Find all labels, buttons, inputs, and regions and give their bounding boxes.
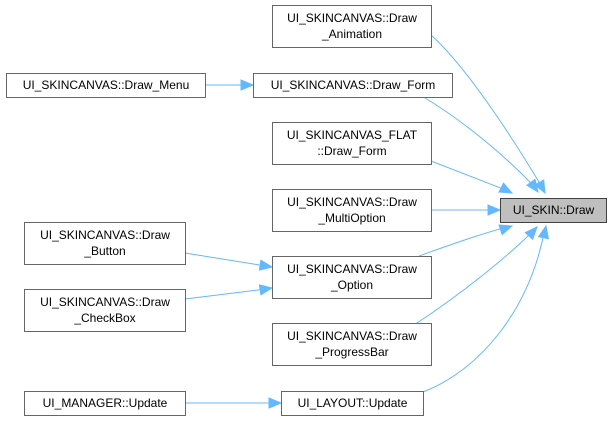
- node-box[interactable]: [253, 73, 453, 98]
- node-box[interactable]: [24, 289, 186, 332]
- arrowhead: [240, 79, 255, 91]
- arrowhead: [498, 182, 514, 194]
- arrowhead: [268, 397, 283, 409]
- node-label: UI_SKINCANVAS::Draw: [40, 228, 170, 242]
- nodes: UI_SKINCANVAS::Draw_AnimationUI_SKINCANV…: [6, 5, 607, 416]
- edge-line: [424, 97, 539, 192]
- node-box[interactable]: [24, 222, 186, 265]
- edge-flat-form-to-skin-draw: [430, 160, 514, 194]
- edge-line: [184, 288, 267, 300]
- node-label: _MultiOption: [317, 211, 385, 225]
- node-box[interactable]: [272, 5, 432, 48]
- edge-animation-to-skin-draw: [430, 34, 546, 195]
- node-label: _Option: [330, 278, 373, 292]
- edge-manager-to-layout: [185, 397, 283, 409]
- arrowhead: [537, 224, 550, 240]
- node-label: UI_LAYOUT::Update: [298, 396, 408, 410]
- node-draw-button[interactable]: UI_SKINCANVAS::Draw_Button: [24, 222, 186, 265]
- arrowhead: [258, 284, 274, 296]
- node-label: UI_SKINCANVAS::Draw: [40, 295, 170, 309]
- node-label: UI_SKINCANVAS::Draw: [287, 262, 417, 276]
- edge-option-to-skin-draw: [418, 224, 514, 257]
- edge-form-to-skin-draw: [424, 97, 539, 194]
- arrowhead: [498, 224, 514, 236]
- arrowhead: [524, 226, 538, 241]
- node-draw-option[interactable]: UI_SKINCANVAS::Draw_Option: [272, 256, 432, 299]
- edge-menu-to-form: [205, 79, 255, 91]
- node-skin-draw[interactable]: UI_SKIN::Draw: [500, 198, 607, 223]
- arrowhead: [487, 204, 502, 216]
- node-draw-form[interactable]: UI_SKINCANVAS::Draw_Form: [253, 73, 453, 98]
- edge-progressbar-to-skin-draw: [413, 226, 538, 326]
- node-box[interactable]: [281, 391, 424, 416]
- arrowhead: [534, 179, 546, 195]
- node-label: UI_SKINCANVAS::Draw: [287, 329, 417, 343]
- node-box[interactable]: [272, 122, 432, 165]
- node-box[interactable]: [272, 189, 432, 232]
- node-box[interactable]: [272, 323, 432, 366]
- edge-line: [430, 34, 546, 193]
- edge-checkbox-to-option: [184, 284, 274, 300]
- node-label: UI_SKINCANVAS::Draw: [287, 195, 417, 209]
- edge-multioption-to-skin-draw: [431, 204, 502, 216]
- node-draw-checkbox[interactable]: UI_SKINCANVAS::Draw_CheckBox: [24, 289, 186, 332]
- node-label: UI_MANAGER::Update: [43, 396, 168, 410]
- node-label: UI_SKINCANVAS_FLAT: [287, 128, 418, 142]
- edge-line: [422, 227, 546, 393]
- node-label: _Animation: [321, 27, 382, 41]
- node-label: ::Draw_Form: [317, 144, 386, 158]
- edge-line: [184, 252, 267, 267]
- edge-line: [430, 160, 512, 193]
- node-label: UI_SKINCANVAS::Draw_Form: [271, 78, 435, 92]
- edge-line: [413, 227, 537, 326]
- node-draw-progressbar[interactable]: UI_SKINCANVAS::Draw_ProgressBar: [272, 323, 432, 366]
- node-box[interactable]: [6, 73, 206, 98]
- node-draw-menu[interactable]: UI_SKINCANVAS::Draw_Menu: [6, 73, 206, 98]
- edge-line: [418, 225, 512, 257]
- edge-layout-to-skin-draw: [422, 224, 550, 393]
- node-box[interactable]: [500, 198, 607, 223]
- arrowhead: [525, 178, 539, 194]
- arrowhead: [258, 259, 274, 271]
- node-label: _CheckBox: [73, 311, 135, 325]
- node-label: _ProgressBar: [314, 345, 388, 359]
- edge-button-to-option: [184, 252, 274, 271]
- node-draw-multioption[interactable]: UI_SKINCANVAS::Draw_MultiOption: [272, 189, 432, 232]
- node-box[interactable]: [24, 391, 186, 416]
- node-draw-animation[interactable]: UI_SKINCANVAS::Draw_Animation: [272, 5, 432, 48]
- node-manager-update[interactable]: UI_MANAGER::Update: [24, 391, 186, 416]
- edges: [184, 34, 550, 409]
- node-label: UI_SKIN::Draw: [513, 203, 595, 217]
- node-flat-draw-form[interactable]: UI_SKINCANVAS_FLAT::Draw_Form: [272, 122, 432, 165]
- node-label: UI_SKINCANVAS::Draw: [287, 11, 417, 25]
- node-layout-update[interactable]: UI_LAYOUT::Update: [281, 391, 424, 416]
- node-label: _Button: [83, 244, 125, 258]
- node-label: UI_SKINCANVAS::Draw_Menu: [23, 78, 190, 92]
- node-box[interactable]: [272, 256, 432, 299]
